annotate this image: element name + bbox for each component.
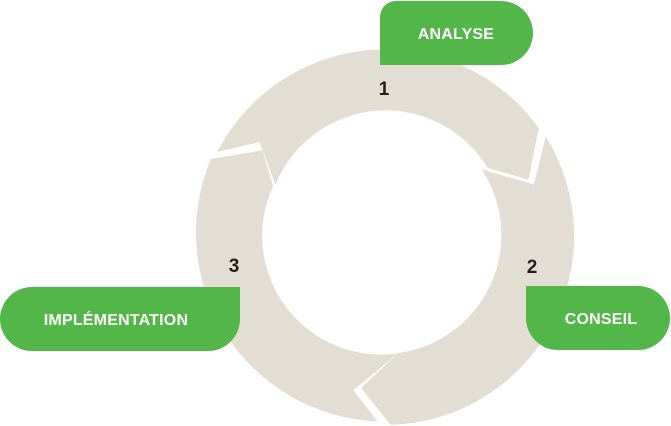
pill-implementation: IMPLÉMENTATION bbox=[0, 287, 240, 351]
cycle-ring bbox=[195, 49, 575, 425]
step-number-2: 2 bbox=[527, 257, 538, 278]
step-number-1: 1 bbox=[379, 79, 390, 100]
pill-conseil-shape bbox=[526, 286, 670, 350]
pill-analyse-label: ANALYSE bbox=[418, 26, 495, 43]
pill-conseil: CONSEIL bbox=[526, 286, 670, 350]
pill-conseil-label: CONSEIL bbox=[565, 311, 638, 328]
pill-analyse-shape bbox=[380, 1, 533, 65]
ring-segment-implementation bbox=[195, 150, 399, 422]
pill-implementation-label: IMPLÉMENTATION bbox=[44, 310, 188, 329]
pill-analyse: ANALYSE bbox=[380, 1, 533, 65]
ring-segment-analyse bbox=[217, 49, 539, 185]
step-number-3: 3 bbox=[229, 256, 240, 277]
ring-segment-conseil bbox=[361, 136, 575, 425]
pill-implementation-shape bbox=[0, 287, 240, 351]
